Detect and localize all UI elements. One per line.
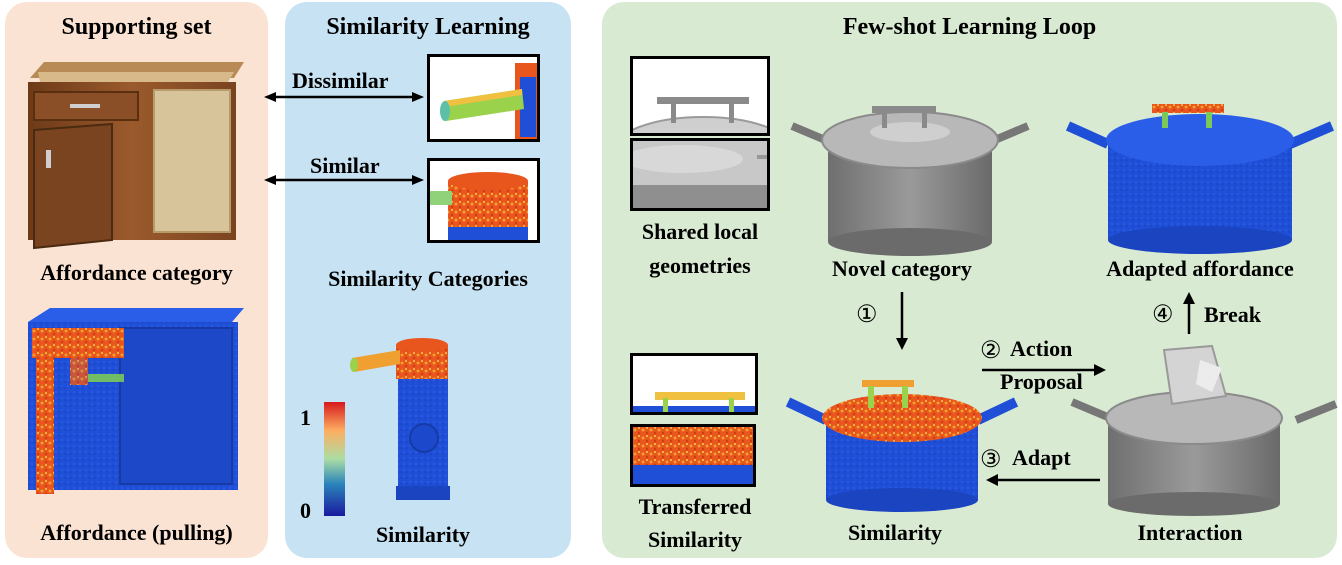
affordance-category-label: Affordance category: [40, 260, 233, 285]
geometries-label: geometries: [649, 253, 751, 278]
similarity-caption: Similarity: [375, 522, 471, 547]
interaction-label: Interaction: [1137, 520, 1243, 545]
transferred-box-1: [630, 353, 758, 415]
similarity-learning-title: Similarity Learning: [326, 14, 530, 40]
colorbar-max-label: 1: [300, 405, 311, 430]
cabinet-affordance-heatmap: [28, 308, 244, 494]
break-label: Break: [1204, 302, 1262, 327]
proposal-label: Proposal: [1000, 369, 1083, 394]
affordance-pulling-label: Affordance (pulling): [40, 520, 233, 545]
colorbar-min-label: 0: [300, 498, 311, 523]
adapt-label: Adapt: [1012, 445, 1071, 470]
dissimilar-example-box: [427, 54, 540, 142]
step-1-marker: ①: [856, 302, 878, 328]
action-label: Action: [1010, 336, 1073, 361]
shared-local-box-1: [630, 56, 770, 136]
similarity-colorbar: [324, 402, 345, 516]
cabinet-model: [28, 62, 244, 250]
step-3-marker: ③: [980, 447, 1002, 473]
step-2-marker: ②: [980, 338, 1002, 364]
similarity-pot: [785, 380, 1019, 512]
transferred-similarity-label: Similarity: [647, 527, 743, 552]
interaction-pot: [1070, 344, 1338, 516]
shared-local-box-2: [630, 138, 770, 211]
supporting-set-title: Supporting set: [61, 14, 212, 40]
adapted-affordance-pot: [1065, 104, 1334, 254]
similarity-categories-label: Similarity Categories: [328, 266, 528, 291]
transferred-box-2: [630, 424, 756, 487]
dissimilar-label: Dissimilar: [292, 68, 389, 93]
novel-category-label: Novel category: [832, 256, 972, 281]
similar-example-box: [427, 158, 540, 243]
step-4-marker: ④: [1152, 302, 1174, 328]
similar-label: Similar: [310, 153, 380, 178]
novel-category-pot: [790, 106, 1030, 256]
transferred-label: Transferred: [638, 494, 752, 519]
few-shot-loop-title: Few-shot Learning Loop: [842, 14, 1097, 40]
similarity-result-label: Similarity: [847, 520, 943, 545]
adapted-affordance-label: Adapted affordance: [1106, 256, 1294, 281]
shared-local-label: Shared local: [641, 219, 759, 244]
